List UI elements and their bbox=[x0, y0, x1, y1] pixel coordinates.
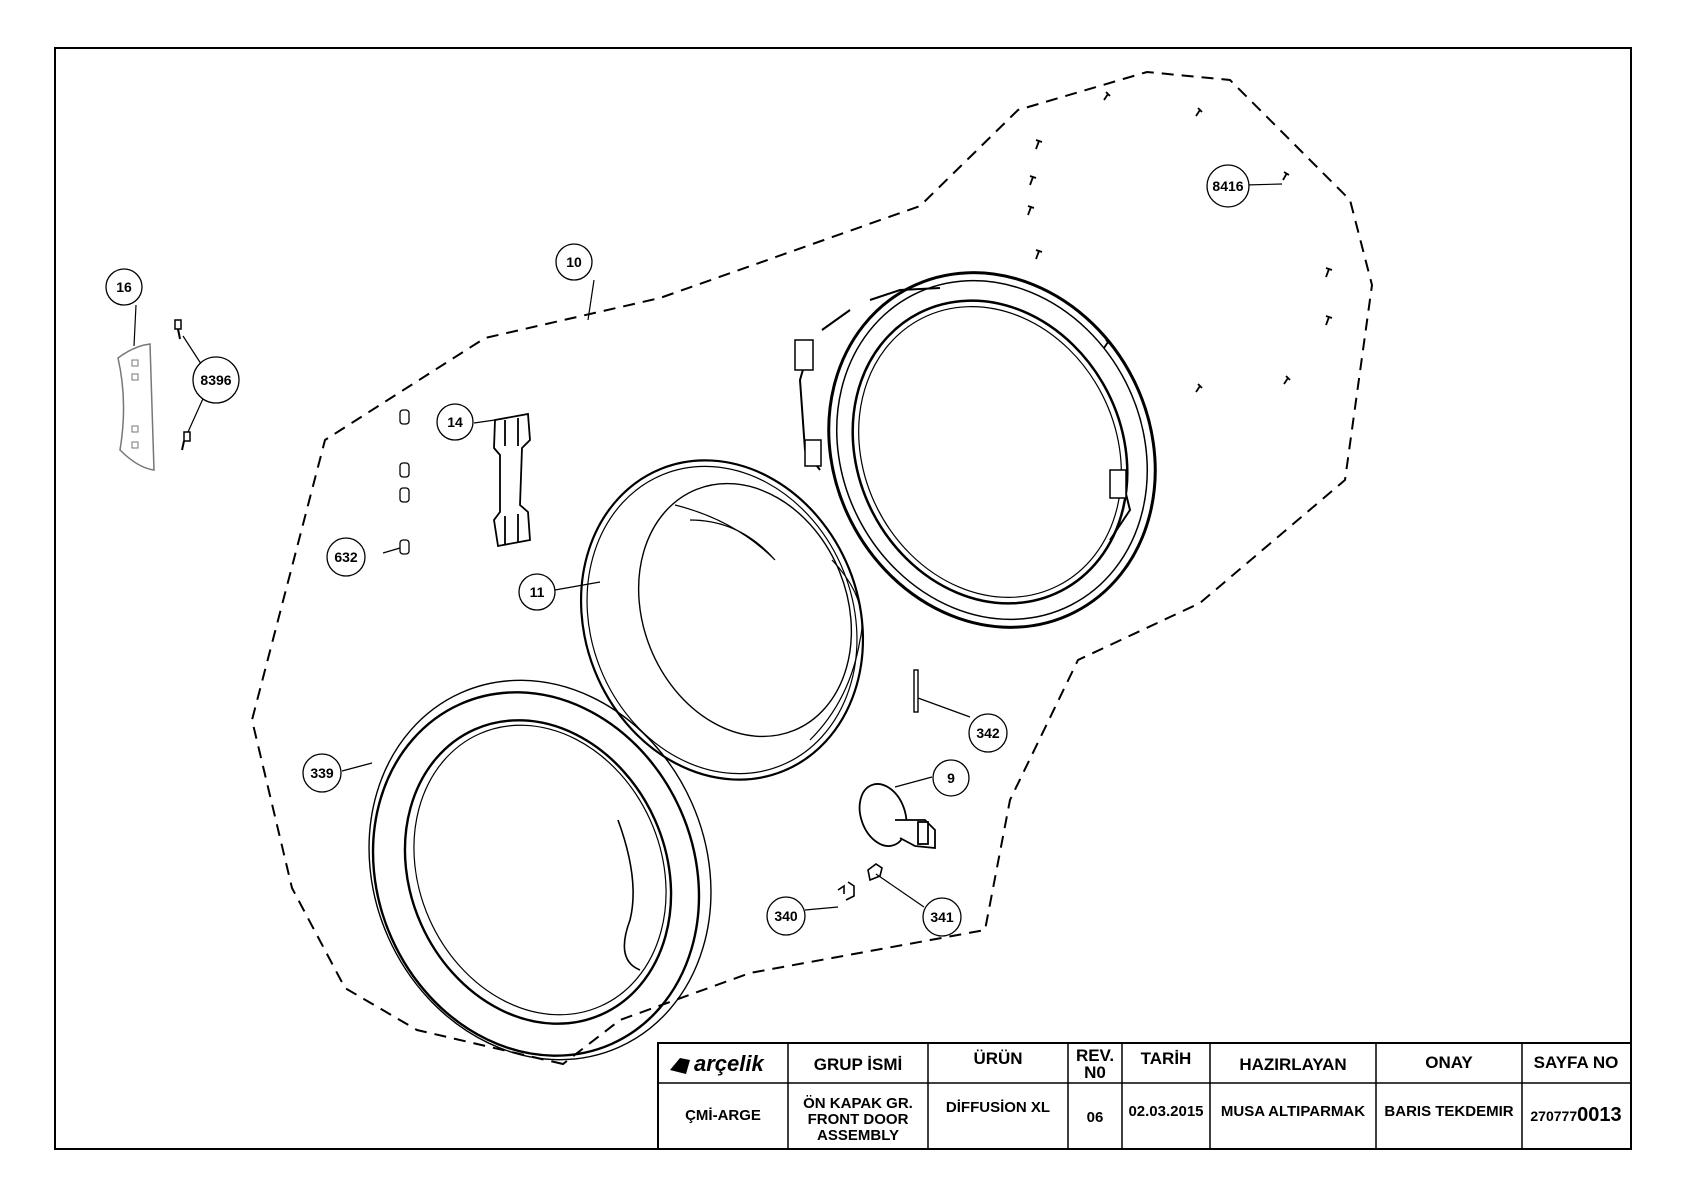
callout-8416: 8416 bbox=[1206, 164, 1250, 208]
callout-339: 339 bbox=[302, 753, 342, 793]
large-mount-ring bbox=[794, 271, 1157, 629]
header-page-no: SAYFA NO bbox=[1534, 1053, 1619, 1072]
svg-text:10: 10 bbox=[566, 254, 582, 270]
svg-text:8416: 8416 bbox=[1212, 178, 1243, 194]
svg-text:632: 632 bbox=[334, 549, 358, 565]
arcelik-logo: arçelik bbox=[670, 1051, 765, 1076]
part-339-outer-ring bbox=[368, 679, 712, 1061]
header-product: ÜRÜN bbox=[973, 1049, 1022, 1068]
svg-text:339: 339 bbox=[310, 765, 334, 781]
svg-text:342: 342 bbox=[976, 725, 1000, 741]
part-8416-screws bbox=[1027, 91, 1333, 393]
value-department: ÇMİ-ARGE bbox=[685, 1107, 761, 1124]
part-342-pin bbox=[913, 669, 919, 713]
svg-text:16: 16 bbox=[116, 279, 132, 295]
header-approval: ONAY bbox=[1425, 1053, 1473, 1072]
header-rev-line2: N0 bbox=[1084, 1063, 1106, 1082]
svg-text:arçelik: arçelik bbox=[694, 1051, 765, 1076]
value-page-no-prefix: 270777 bbox=[1530, 1108, 1577, 1124]
value-product: DİFFUSİON XL bbox=[946, 1099, 1050, 1116]
value-page-no-suffix: 0013 bbox=[1577, 1104, 1622, 1126]
value-page-no: 2707770013 bbox=[1530, 1104, 1621, 1126]
value-group-line2: FRONT DOOR bbox=[808, 1111, 909, 1128]
svg-text:9: 9 bbox=[947, 770, 955, 786]
header-group-name: GRUP İSMİ bbox=[814, 1055, 902, 1074]
callout-9: 9 bbox=[932, 759, 970, 797]
callout-10: 10 bbox=[555, 243, 593, 281]
value-approval: BARIS TEKDEMIR bbox=[1384, 1103, 1513, 1120]
callout-342: 342 bbox=[968, 713, 1008, 753]
sheet-border bbox=[54, 47, 1632, 1150]
svg-text:8396: 8396 bbox=[200, 372, 231, 388]
part-340-spring bbox=[837, 881, 855, 901]
callout-341: 341 bbox=[922, 897, 962, 937]
callout-8396: 8396 bbox=[192, 356, 240, 404]
svg-text:341: 341 bbox=[930, 909, 954, 925]
svg-text:340: 340 bbox=[774, 908, 798, 924]
svg-text:14: 14 bbox=[447, 414, 463, 430]
callout-340: 340 bbox=[766, 896, 806, 936]
svg-text:11: 11 bbox=[530, 584, 545, 600]
callout-14: 14 bbox=[436, 403, 474, 441]
callout-11: 11 bbox=[518, 573, 556, 611]
header-prepared-by: HAZIRLAYAN bbox=[1239, 1055, 1346, 1074]
value-prepared-by: MUSA ALTIPARMAK bbox=[1221, 1103, 1365, 1120]
part-632-caps bbox=[399, 409, 410, 555]
value-group-line1: ÖN KAPAK GR. bbox=[803, 1095, 913, 1112]
value-date: 02.03.2015 bbox=[1128, 1103, 1203, 1120]
header-rev-line1: REV. bbox=[1076, 1046, 1114, 1065]
value-group-line3: ASSEMBLY bbox=[817, 1127, 899, 1144]
header-date: TARİH bbox=[1141, 1049, 1192, 1068]
callout-632: 632 bbox=[326, 537, 366, 577]
callout-16: 16 bbox=[105, 268, 143, 306]
part-8396-screws bbox=[174, 319, 191, 451]
part-16-bracket bbox=[117, 343, 155, 471]
part-11-inner-frame bbox=[579, 459, 865, 781]
part-9-handle bbox=[858, 783, 936, 849]
assembly-boundary-dashed bbox=[250, 70, 1374, 1066]
value-rev: 06 bbox=[1087, 1109, 1104, 1126]
logo-mark-icon bbox=[670, 1058, 690, 1074]
title-block: arçelik GRUP İSMİ ÜRÜN REV. N0 TARİH HAZ… bbox=[657, 1042, 1632, 1150]
part-14-hinge bbox=[493, 412, 531, 548]
